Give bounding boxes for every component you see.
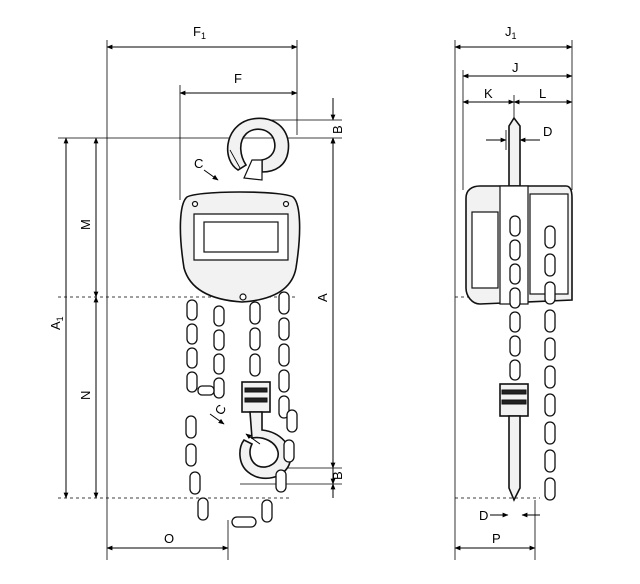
dim-label-k: K — [484, 86, 493, 101]
dim-label-c-bottom: C — [212, 402, 230, 418]
dim-label-b-top: B — [330, 125, 345, 134]
dim-label-j: J — [512, 60, 519, 75]
dim-label-f: F — [234, 71, 242, 86]
side-view — [454, 40, 573, 560]
dim-label-a: A — [315, 293, 330, 302]
dim-label-c-top: C — [194, 156, 203, 171]
dim-label-j1: J1 — [505, 24, 517, 41]
front-view — [58, 40, 342, 560]
dim-label-n: N — [78, 391, 93, 400]
dim-label-d-top: D — [543, 124, 552, 139]
dim-label-a1: A1 — [48, 316, 65, 330]
dim-label-m: M — [78, 219, 93, 230]
dim-label-l: L — [539, 86, 546, 101]
dim-label-b-bottom: B — [330, 471, 345, 480]
dim-label-o: O — [164, 531, 174, 546]
dim-label-f1: F1 — [193, 24, 206, 41]
dim-label-d-bottom: D — [479, 508, 488, 523]
dim-label-p: P — [492, 531, 501, 546]
